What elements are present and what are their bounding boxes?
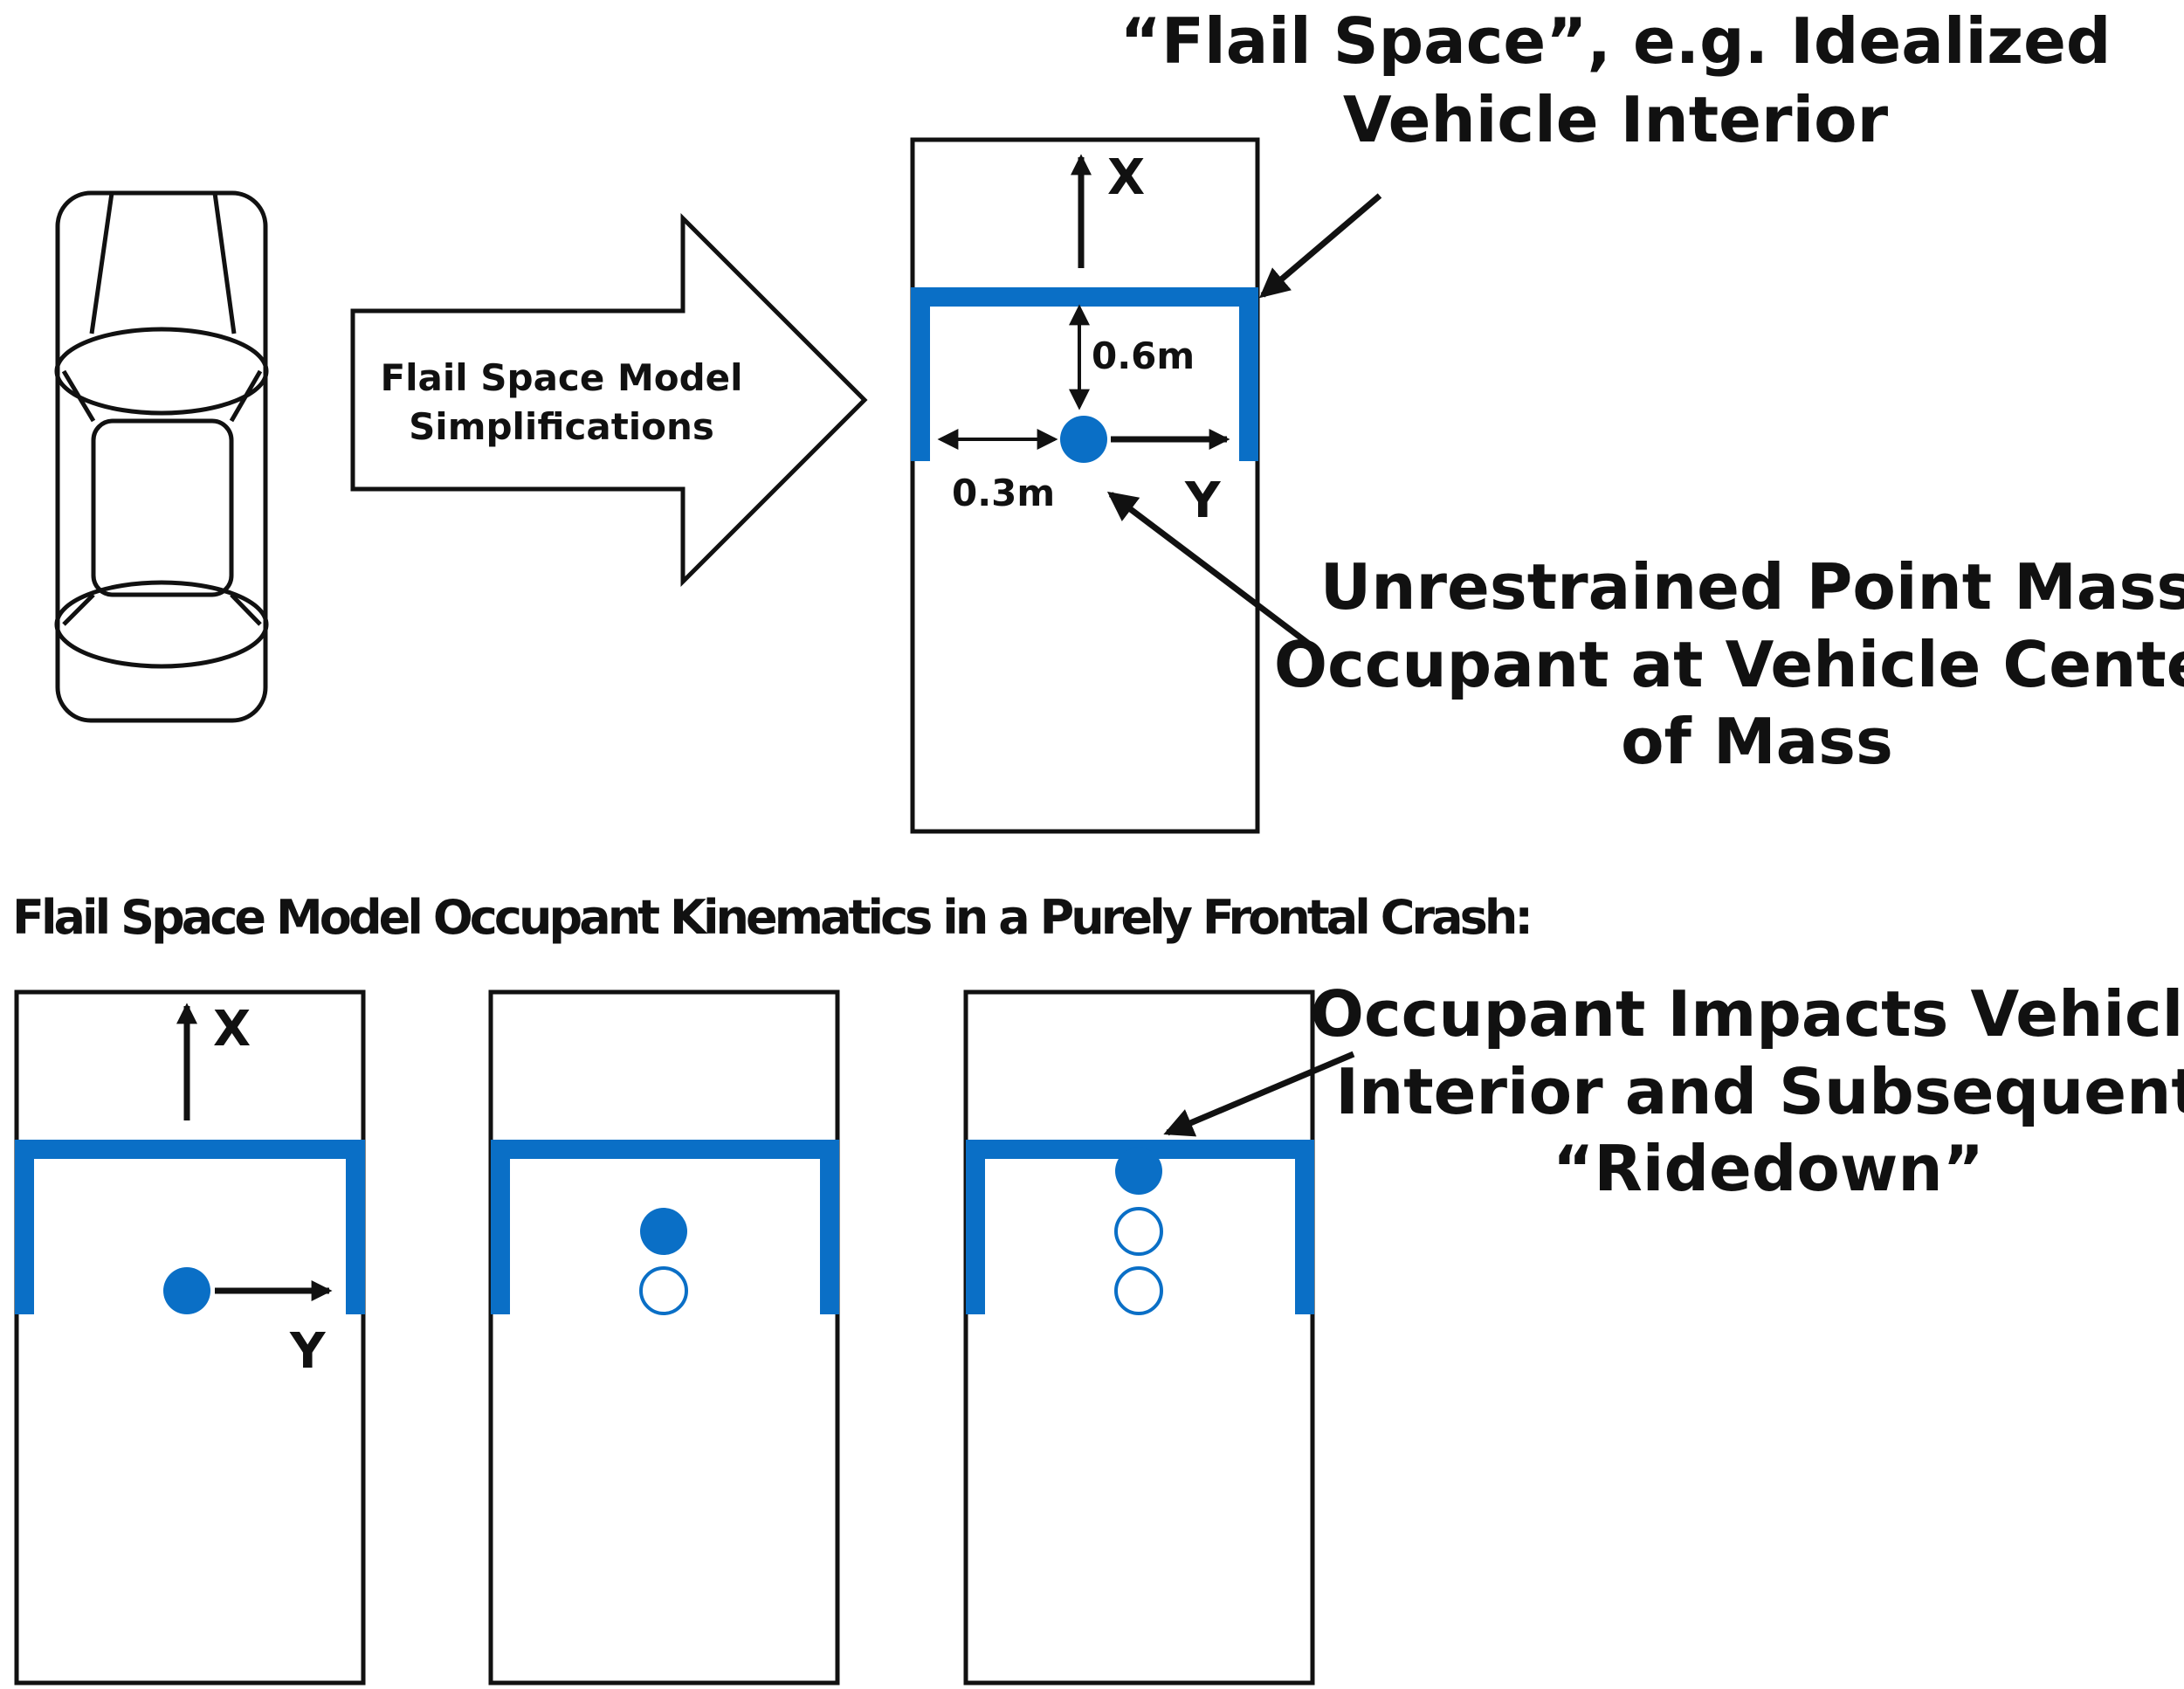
car-top-view-icon [54, 190, 269, 723]
impact-callout: Occupant Impacts Vehicle Interior and Su… [1163, 977, 2184, 1205]
flail-space-callout-line2: Vehicle Interior [1343, 83, 1889, 156]
x-axis-label: X [1107, 149, 1145, 206]
impact-callout-line2: Interior and Subsequent [1335, 1055, 2184, 1128]
y-axis-label-box1: Y [289, 1323, 327, 1380]
arrow-label-line2: Simplifications [409, 405, 714, 448]
flail-space-callout: “Flail Space”, e.g. Idealized Vehicle In… [1120, 4, 2112, 299]
kinematics-box-1: X Y [14, 989, 366, 1686]
occupant-point-mass-box1 [163, 1267, 210, 1314]
kinematics-box-3 [963, 989, 1315, 1686]
occupant-callout: Unrestrained Point Mass Occupant at Vehi… [1106, 491, 2184, 778]
flail-space-callout-line1: “Flail Space”, e.g. Idealized [1120, 4, 2112, 78]
y-axis-label: Y [1184, 472, 1222, 529]
section-title: Flail Space Model Occupant Kinematics in… [12, 890, 1533, 945]
occupant-initial-position-box2 [639, 1266, 688, 1315]
impact-pointer-arrow [1163, 1051, 1355, 1137]
simplification-arrow: Flail Space Model Simplifications [350, 212, 868, 588]
occupant-callout-line3: of Mass [1621, 705, 1893, 778]
x-axis-label-box1: X [213, 1001, 251, 1058]
occupant-intermediate-position-box3 [1114, 1207, 1163, 1256]
lateral-dimension-label: 0.3m [952, 472, 1055, 514]
occupant-initial-position-box3 [1114, 1266, 1163, 1315]
occupant-point-mass-box2 [640, 1208, 687, 1255]
flail-space-box-top: X 0.6m 0.3m Y [910, 137, 1260, 834]
impact-callout-line3: “Ridedown” [1553, 1132, 1984, 1205]
occupant-callout-line2: Occupant at Vehicle Center [1274, 628, 2184, 701]
occupant-point-mass [1060, 416, 1107, 463]
arrow-label-line1: Flail Space Model [380, 356, 742, 399]
occupant-pointer-arrow [1106, 491, 1312, 647]
occupant-point-mass-box3 [1115, 1148, 1162, 1195]
occupant-callout-line1: Unrestrained Point Mass [1320, 550, 2184, 624]
forward-dimension-label: 0.6m [1092, 334, 1195, 377]
flail-space-pointer-arrow [1259, 193, 1382, 299]
kinematics-box-2 [488, 989, 840, 1686]
impact-callout-line1: Occupant Impacts Vehicle [1311, 977, 2184, 1051]
